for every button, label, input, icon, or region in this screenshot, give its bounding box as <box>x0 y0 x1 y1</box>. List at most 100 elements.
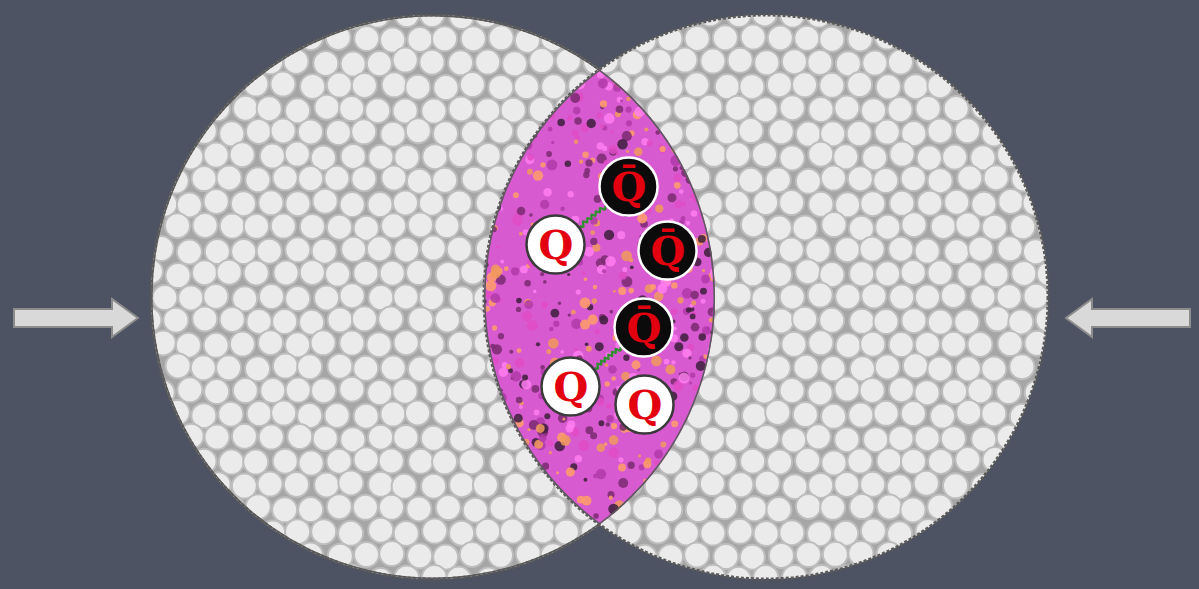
nucleon <box>874 309 899 334</box>
nucleon <box>218 402 243 427</box>
nucleon <box>606 25 631 50</box>
nucleon <box>382 72 407 97</box>
nucleon <box>1076 1 1101 26</box>
quark-label: Q <box>525 225 586 265</box>
nucleon <box>231 191 256 216</box>
nucleon <box>111 72 136 97</box>
nucleon <box>941 50 966 75</box>
nucleon <box>1092 449 1117 474</box>
nucleon <box>138 25 163 50</box>
nucleon <box>205 425 230 450</box>
nucleon <box>542 496 567 521</box>
nucleon <box>971 192 996 217</box>
nucleon <box>944 239 969 264</box>
nucleon <box>204 333 229 358</box>
nucleon <box>779 520 804 545</box>
nucleon <box>97 96 122 121</box>
nucleon <box>998 4 1023 29</box>
nucleon <box>752 237 777 262</box>
nucleon <box>875 120 900 145</box>
nucleon <box>470 542 495 567</box>
nucleon <box>220 307 245 332</box>
nucleon <box>458 380 483 405</box>
nucleon <box>985 306 1010 331</box>
nucleon <box>1023 191 1048 216</box>
nucleon <box>1012 544 1037 569</box>
nucleon <box>285 519 310 544</box>
nucleon <box>808 330 833 355</box>
nucleon <box>135 168 160 193</box>
nucleon <box>1011 495 1036 520</box>
nucleon <box>485 143 510 168</box>
nucleon <box>808 283 833 308</box>
nucleon <box>863 567 888 589</box>
nucleon <box>111 119 136 144</box>
nucleon <box>928 168 953 193</box>
nucleon <box>484 566 509 589</box>
nucleon <box>442 121 467 146</box>
nucleon <box>767 262 792 287</box>
nucleon <box>393 379 418 404</box>
nucleon <box>485 48 510 73</box>
nucleon <box>354 404 379 429</box>
nucleon <box>151 144 176 169</box>
nucleon <box>1066 120 1091 145</box>
nucleon <box>216 355 241 380</box>
nucleon <box>429 192 454 217</box>
nucleon <box>311 378 336 403</box>
nucleon <box>257 96 282 121</box>
nucleon <box>367 380 392 405</box>
nucleon <box>901 308 926 333</box>
nucleon <box>1063 498 1088 523</box>
nucleon <box>796 169 821 194</box>
nucleon <box>1009 354 1034 379</box>
nucleon <box>1065 166 1090 191</box>
nucleon <box>998 189 1023 214</box>
nucleon <box>863 1 888 26</box>
nucleon <box>488 119 513 144</box>
nucleon <box>111 26 136 51</box>
nucleon <box>765 400 790 425</box>
nucleon <box>1022 427 1047 452</box>
nucleon <box>917 191 942 216</box>
nucleon <box>633 74 658 99</box>
nucleon <box>1037 72 1062 97</box>
nucleon <box>1062 404 1087 429</box>
quark-circle: Q <box>540 356 601 417</box>
nucleon <box>766 497 791 522</box>
nucleon <box>98 285 123 310</box>
nucleon <box>271 118 296 143</box>
nucleon <box>1062 216 1087 241</box>
nucleon <box>795 259 820 284</box>
nucleon <box>1092 212 1117 237</box>
nucleon <box>768 25 793 50</box>
nucleon <box>485 471 510 496</box>
nucleon <box>341 237 366 262</box>
nucleon <box>273 541 298 566</box>
nucleon <box>380 402 405 427</box>
nucleon <box>152 285 177 310</box>
nucleon <box>431 424 456 449</box>
nucleon <box>753 190 778 215</box>
nucleon <box>752 142 777 167</box>
nucleon <box>166 353 191 378</box>
nucleon <box>110 356 135 381</box>
nucleon <box>902 25 927 50</box>
nucleon <box>835 284 860 309</box>
nucleon <box>233 96 258 121</box>
nucleon <box>473 379 498 404</box>
nucleon <box>769 543 794 568</box>
nucleon <box>741 25 766 50</box>
nucleon <box>954 309 979 334</box>
nucleon <box>998 96 1023 121</box>
antiquark-circle: Q̄ <box>613 297 674 358</box>
nucleon <box>741 353 766 378</box>
nucleon <box>164 26 189 51</box>
nucleon <box>420 50 445 75</box>
nucleon <box>456 143 481 168</box>
nucleon <box>448 142 473 167</box>
nucleon <box>393 48 418 73</box>
nucleon <box>617 520 642 545</box>
nucleon <box>434 353 459 378</box>
